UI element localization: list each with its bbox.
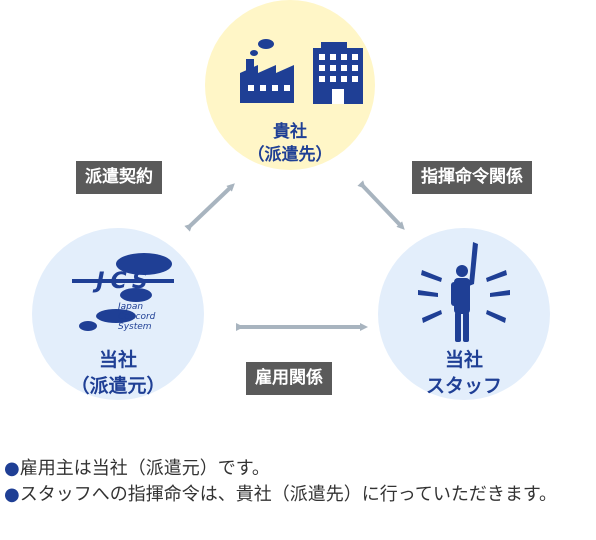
dispatch-contract-tag: 派遣契約 xyxy=(76,161,162,194)
bullet-icon: ● xyxy=(4,458,20,479)
command-relation-tag: 指揮命令関係 xyxy=(412,161,532,194)
bullet-icon: ● xyxy=(4,484,20,505)
company-node: JCS Japan Concord System 当社 （派遣元） xyxy=(32,228,204,400)
staff-role: スタッフ xyxy=(425,374,502,397)
staff-node: 当社 スタッフ xyxy=(378,228,550,400)
note-employer: ●雇用主は当社（派遣元）です。 xyxy=(4,456,594,482)
client-role: （派遣先） xyxy=(247,144,333,165)
logo-mark: JCS xyxy=(96,269,154,294)
note-text: スタッフへの指揮命令は、貴社（派遣先）に行っていただきます。 xyxy=(19,484,558,505)
notes: ●雇用主は当社（派遣元）です。 ●スタッフへの指揮命令は、貴社（派遣先）に行って… xyxy=(4,456,594,508)
note-command: ●スタッフへの指揮命令は、貴社（派遣先）に行っていただきます。 xyxy=(4,482,594,508)
company-label: 当社 （派遣元） xyxy=(32,348,204,399)
client-name: 貴社 xyxy=(273,122,307,142)
company-name: 当社 xyxy=(98,349,137,371)
staff-company: 当社 xyxy=(444,349,483,371)
dispatch-arrow xyxy=(184,183,235,232)
building-icon xyxy=(313,42,363,104)
cheering-person-icon xyxy=(418,242,510,342)
logo-text: Japan Concord System xyxy=(118,302,156,332)
note-text: 雇用主は当社（派遣元）です。 xyxy=(19,458,270,479)
factory-icon xyxy=(240,39,294,103)
logo-bubbles-icon xyxy=(72,253,174,331)
company-role: （派遣元） xyxy=(70,374,166,397)
staff-label: 当社 スタッフ xyxy=(378,348,550,399)
command-arrow xyxy=(357,180,405,230)
jcs-logo: JCS Japan Concord System xyxy=(70,250,180,336)
client-label: 貴社 （派遣先） xyxy=(205,121,375,167)
client-node: 貴社 （派遣先） xyxy=(205,0,375,170)
employment-relation-tag: 雇用関係 xyxy=(246,362,332,395)
